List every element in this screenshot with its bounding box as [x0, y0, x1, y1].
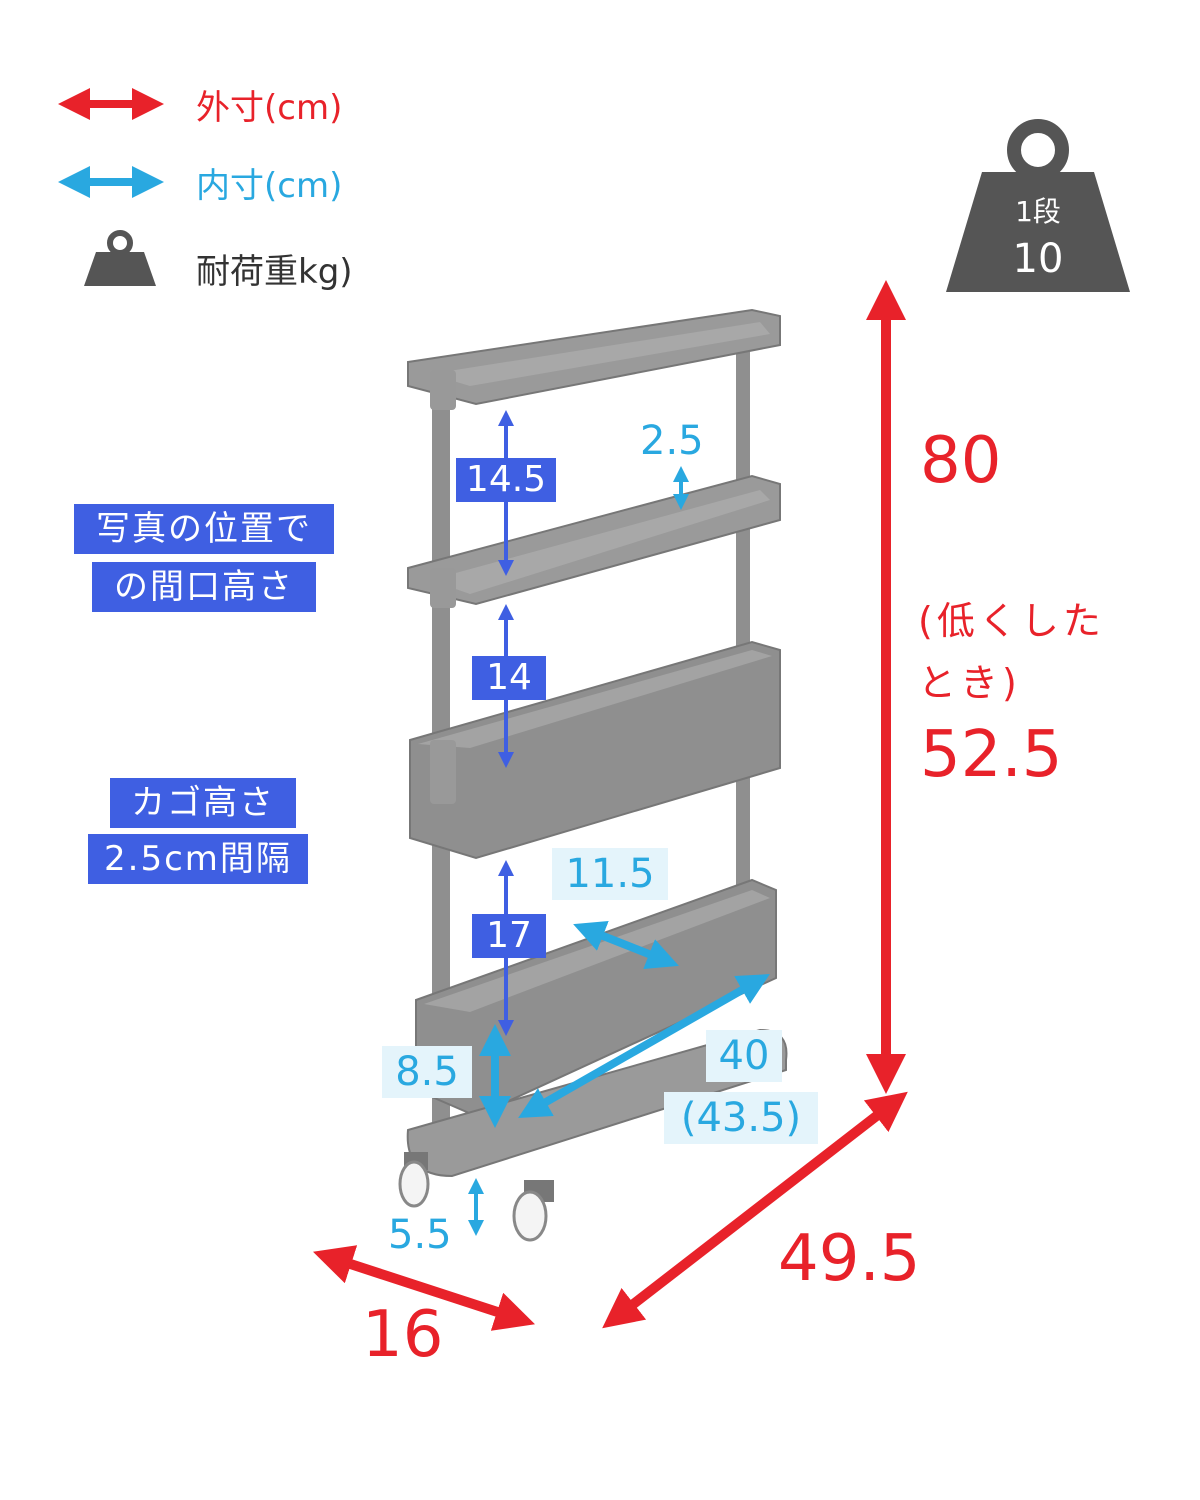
outer-width-arrow: [602, 1091, 908, 1329]
outer-height: 80: [920, 424, 1002, 498]
outer-low-label-1: (低くした: [918, 599, 1105, 643]
legend-outer-label: 外寸(cm): [196, 88, 343, 128]
caster-right: [512, 1180, 554, 1242]
caster-left: [398, 1152, 430, 1208]
outer-height-low: 52.5: [920, 718, 1063, 792]
inner-gap-3: 17: [472, 914, 546, 958]
note-basket-height-2: 2.5cm間隔: [88, 834, 308, 884]
legend-load-label: 耐荷重kg): [196, 252, 353, 292]
outer-low-label-2: とき): [918, 661, 1021, 705]
weight-value: 10: [1012, 236, 1064, 282]
legend-inner-label: 内寸(cm): [196, 166, 343, 206]
inner-basket-height: 8.5: [382, 1046, 472, 1098]
note-photo-position-1: 写真の位置で: [74, 504, 334, 554]
inner-gap-1: 14.5: [456, 458, 556, 502]
weight-tier: 1段: [1015, 195, 1061, 228]
inner-lip: 2.5: [640, 418, 704, 464]
inner-depth: 11.5: [552, 848, 668, 900]
inner-caster: 5.5: [388, 1212, 452, 1258]
outer-width: 49.5: [778, 1222, 921, 1296]
legend-weight-icon: [84, 230, 156, 286]
inner-width-alt: (43.5): [664, 1092, 818, 1144]
inner-width: 40: [706, 1030, 782, 1082]
note-photo-position-2: の間口高さ: [92, 562, 316, 612]
inner-gap-2: 14: [472, 656, 546, 700]
outer-depth-arrow: [312, 1245, 536, 1331]
outer-depth: 16: [362, 1298, 444, 1372]
note-basket-height-1: カゴ高さ: [110, 778, 296, 828]
weight-icon: [946, 119, 1130, 292]
